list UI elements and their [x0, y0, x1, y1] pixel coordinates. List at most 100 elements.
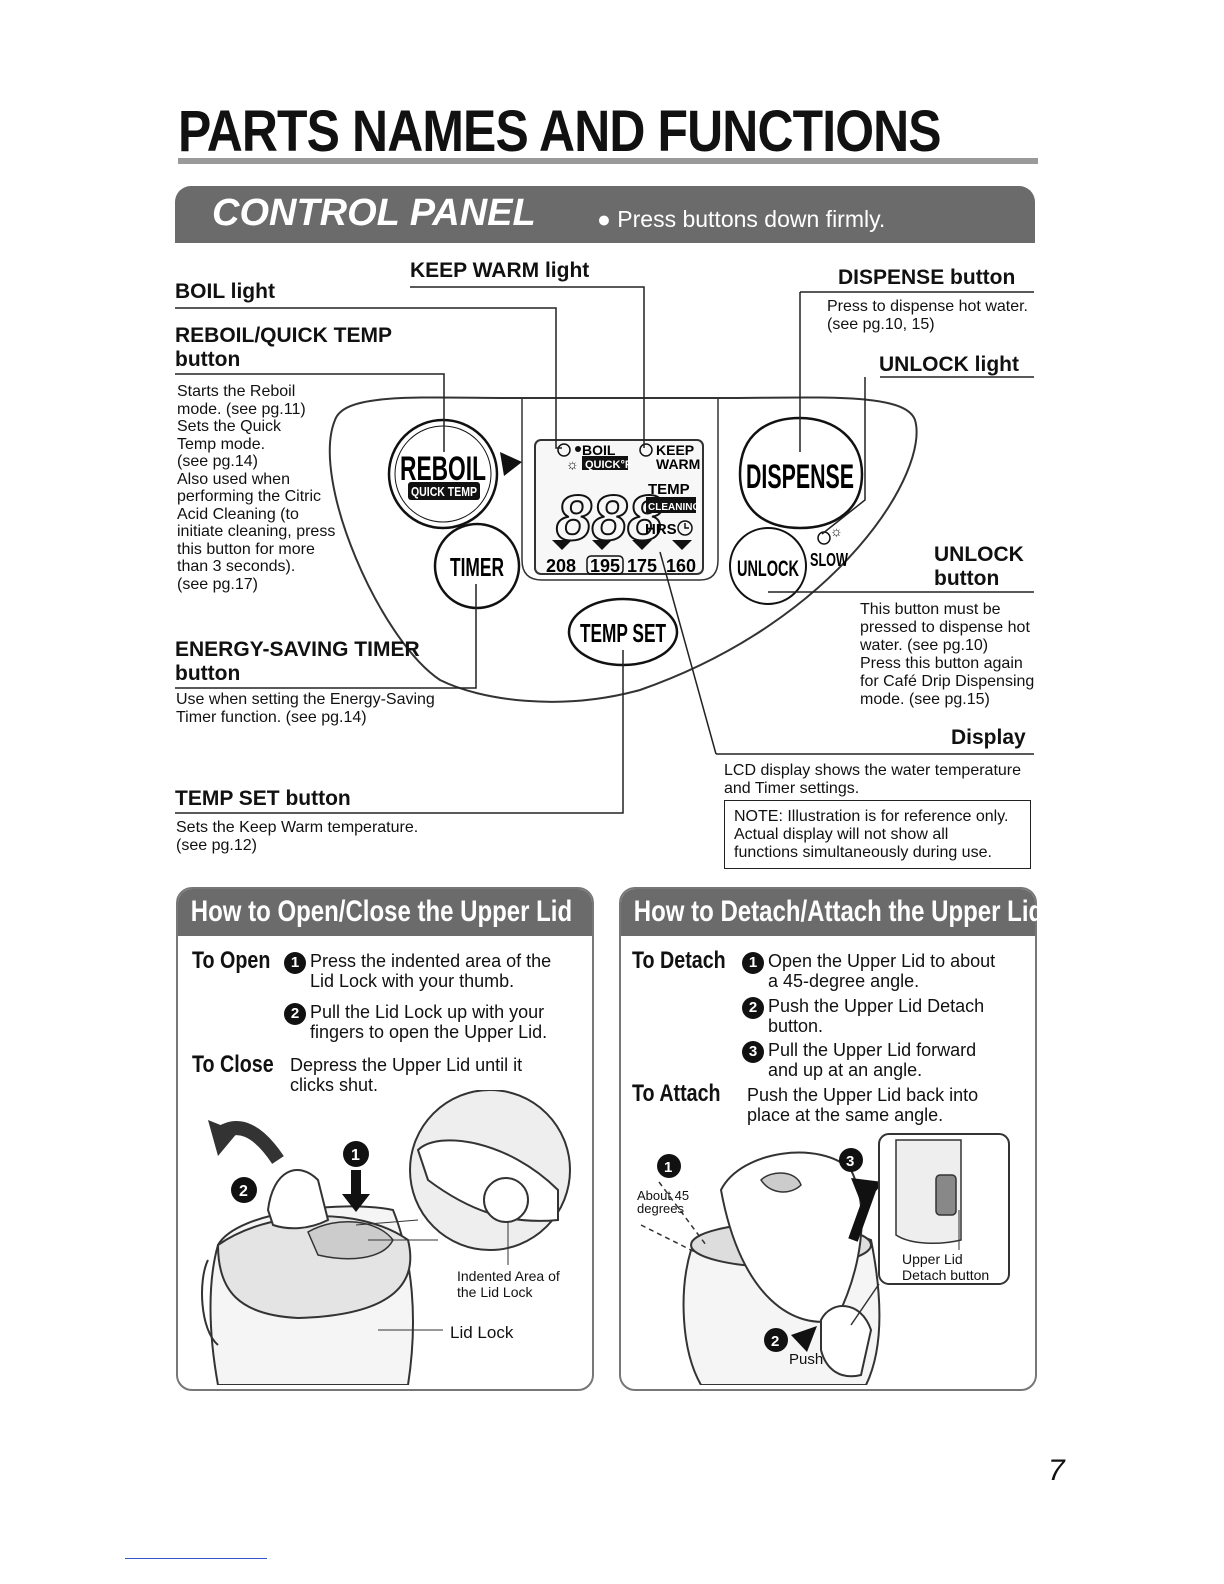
lid-lock-label: Lid Lock: [450, 1323, 514, 1342]
play-arrow-icon: [500, 452, 522, 476]
control-panel-banner: [175, 186, 1035, 243]
detach-button-label: Upper Lid Detach button: [902, 1251, 990, 1283]
indented-area-label: Indented Area of the Lid Lock: [457, 1268, 560, 1300]
temp-set-title: TEMP SET button: [175, 787, 351, 810]
slow-label: SLOW: [810, 550, 848, 570]
detach-button: [935, 1174, 957, 1216]
reboil-label: REBOIL: [400, 450, 486, 488]
lcd-housing: [521, 398, 719, 581]
push-label: Push: [789, 1351, 824, 1368]
open-close-illustration: 2 1: [201, 1090, 571, 1385]
display-title: Display: [951, 726, 1026, 749]
to-close-heading: To Close: [192, 1051, 274, 1078]
title-rule: [178, 158, 1038, 164]
unlock-desc: This button must be pressed to dispense …: [860, 601, 1035, 708]
temp-175: 175: [627, 556, 657, 576]
energy-saving-desc: Use when setting the Energy-Saving Timer…: [176, 691, 435, 726]
step3-marker: [839, 1148, 863, 1172]
leader-lines: [175, 286, 1034, 814]
open-step-1: 1 Press the indented area of the Lid Loc…: [284, 951, 551, 991]
dispense-desc: Press to dispense hot water. (see pg.10,…: [827, 298, 1028, 333]
timer-label: TIMER: [450, 552, 504, 582]
lcd-hrs: HRS: [645, 521, 677, 538]
unlock-button-label: UNLOCK button: [934, 543, 1024, 590]
temp-208: 208: [546, 556, 576, 576]
dispense-button[interactable]: [738, 416, 864, 530]
to-open-heading: To Open: [192, 947, 271, 974]
lcd-cleaning-badge: [646, 497, 696, 513]
page-title: PARTS NAMES AND FUNCTIONS: [178, 99, 942, 164]
open-step-2: 2 Pull the Lid Lock up with your fingers…: [284, 1002, 547, 1042]
close-text: Depress the Upper Lid until it clicks sh…: [290, 1055, 523, 1095]
temp-195: 195: [590, 556, 620, 576]
lcd-temp: TEMP: [648, 481, 690, 498]
clock-icon: [677, 520, 693, 536]
lcd-quick: QUICK°F: [585, 459, 632, 471]
lcd-warm: WARM: [656, 456, 700, 472]
control-panel-note: ● Press buttons down firmly.: [597, 206, 886, 232]
detach-step-2: 2 Push the Upper Lid Detach button.: [742, 996, 984, 1036]
unlock-label: UNLOCK: [737, 556, 799, 581]
arrow-160: [672, 540, 692, 550]
step1-marker: [343, 1141, 369, 1167]
step1-marker-label: 1: [351, 1147, 360, 1164]
unlock-button[interactable]: [729, 527, 807, 605]
detach-attach-illustration: 1 3 2: [640, 1133, 1010, 1385]
to-detach-heading: To Detach: [632, 947, 726, 974]
timer-button[interactable]: [433, 522, 521, 610]
temp-set-desc: Sets the Keep Warm temperature. (see pg.…: [176, 819, 419, 854]
dispense-button-label: DISPENSE button: [838, 266, 1016, 289]
detach-attach-header: How to Detach/Attach the Upper Lid: [621, 889, 1044, 936]
reboil-title: REBOIL/QUICK TEMP button: [175, 324, 393, 371]
detach-step-3: 3 Pull the Upper Lid forward and up at a…: [742, 1040, 976, 1080]
indented-area: [483, 1177, 529, 1223]
boil-light-label: BOIL light: [175, 280, 275, 303]
sun-icon-2: ☼: [830, 523, 843, 539]
step2-marker: [231, 1177, 257, 1203]
detach-step-1: 1 Open the Upper Lid to about a 45-degre…: [742, 951, 995, 991]
about-45-label: About 45 degrees: [637, 1188, 690, 1216]
open-close-header: How to Open/Close the Upper Lid: [178, 889, 592, 936]
lifted-lid: [719, 1151, 863, 1323]
step2-marker-label: 2: [239, 1183, 248, 1200]
step1-marker-label: 1: [664, 1159, 672, 1176]
reboil-button[interactable]: [387, 418, 499, 530]
step2-marker-label: 2: [771, 1333, 779, 1350]
arrow-175: [632, 540, 652, 550]
step-number: 2: [284, 1003, 306, 1025]
keep-warm-light-label: KEEP WARM light: [410, 259, 590, 282]
down-arrow-icon: [351, 1170, 361, 1196]
detach-attach-box: How to Detach/Attach the Upper Lid: [619, 887, 1044, 1391]
hand: [820, 1305, 873, 1378]
detach-attach-title: How to Detach/Attach the Upper Lid: [633, 895, 1044, 928]
step-number: 2: [742, 997, 764, 1019]
sun-icon: ☼: [566, 456, 579, 472]
pot-handle: [201, 1259, 219, 1346]
step-number: 1: [742, 952, 764, 974]
energy-saving-title: ENERGY-SAVING TIMER button: [175, 638, 420, 685]
step2-marker: [764, 1328, 788, 1352]
lcd-cleaning: CLEANING: [648, 502, 700, 513]
control-panel-title: CONTROL PANEL: [212, 192, 536, 234]
attach-text: Push the Upper Lid back into place at th…: [747, 1085, 979, 1125]
quick-temp-label: QUICK TEMP: [411, 484, 477, 499]
unlock-light-label: UNLOCK light: [879, 353, 1019, 376]
open-close-title: How to Open/Close the Upper Lid: [190, 895, 573, 928]
lcd-keep: KEEP: [656, 442, 694, 458]
temp-160: 160: [666, 556, 696, 576]
bottom-link-underline[interactable]: [125, 1558, 267, 1559]
hand: [266, 1169, 330, 1230]
step1-marker: [657, 1154, 681, 1178]
control-panel-illustration: BOIL ☼ QUICK°F KEEP WARM 888 TEMP CLEANI…: [175, 286, 1034, 814]
arrow-195: [592, 540, 612, 550]
lcd-boil: BOIL: [582, 442, 616, 458]
note-box: NOTE: Illustration is for reference only…: [724, 800, 1031, 869]
push-arrow-icon: [791, 1326, 817, 1352]
open-close-box: How to Open/Close the Upper Lid: [176, 887, 594, 1391]
to-attach-heading: To Attach: [632, 1080, 721, 1107]
lcd-quick-badge: [582, 456, 628, 470]
step3-marker-label: 3: [846, 1153, 854, 1170]
step-number: 3: [742, 1041, 764, 1063]
boil-light-icon: [557, 443, 571, 457]
arrow-208: [552, 540, 572, 550]
